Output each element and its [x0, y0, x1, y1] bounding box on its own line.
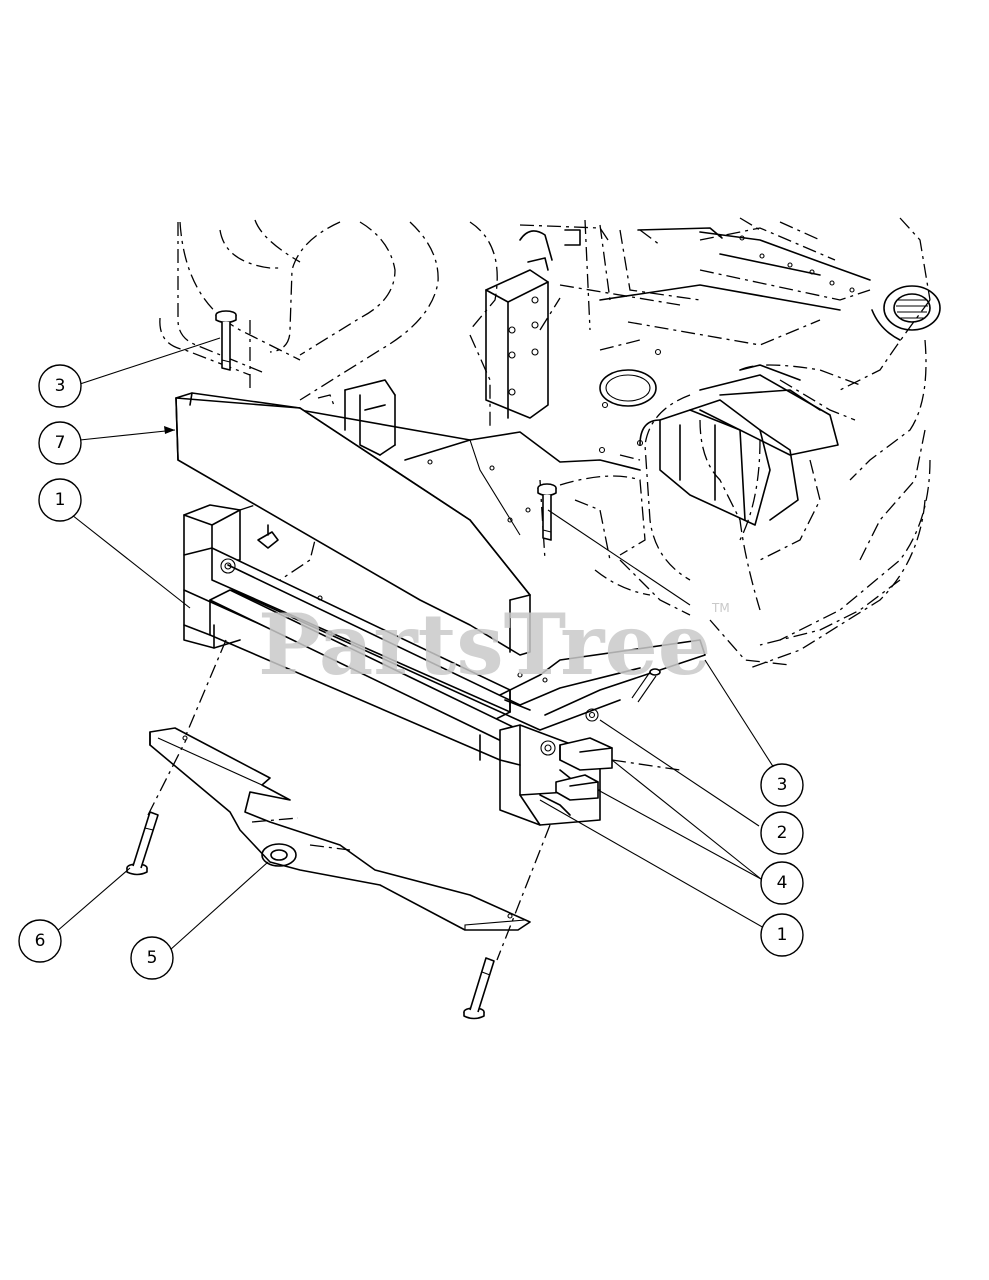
callout-5: 2 [760, 811, 804, 855]
bolt-part-3-right [631, 668, 661, 703]
callout-2: 7 [38, 421, 82, 465]
callout-4-label: 3 [777, 775, 788, 795]
chassis-phantom [159, 217, 931, 669]
bolt-part-3-upper-left [215, 310, 237, 371]
bolt-part-3-upper-right [537, 483, 557, 541]
callout-3: 1 [38, 478, 82, 522]
callout-8-label: 6 [35, 931, 46, 951]
callout-1: 3 [38, 364, 82, 408]
leader-lines [55, 337, 775, 951]
callout-7-label: 1 [777, 925, 788, 945]
callout-8: 6 [18, 919, 62, 963]
bolt-part-6-left [126, 811, 159, 876]
callout-9: 5 [130, 936, 174, 980]
watermark: PartsTree TM [258, 595, 730, 694]
skid-plate-part-5 [149, 727, 531, 931]
callout-7: 1 [760, 913, 804, 957]
callout-2-label: 7 [55, 433, 66, 453]
bolt-part-6-right [463, 957, 495, 1020]
callout-5-label: 2 [777, 823, 788, 843]
callout-4: 3 [760, 763, 804, 807]
callout-3-label: 1 [55, 490, 66, 510]
watermark-trademark: TM [711, 601, 730, 615]
callout-1-label: 3 [55, 376, 66, 396]
callout-9-label: 5 [147, 948, 158, 968]
frame-plate [299, 227, 941, 536]
bumper-bar-part-1 [183, 504, 706, 826]
callout-6: 4 [760, 861, 804, 905]
watermark-text: PartsTree [258, 595, 711, 694]
alignment-lines [147, 639, 681, 961]
callout-6-label: 4 [777, 873, 788, 893]
shield-part-7 [175, 392, 531, 656]
